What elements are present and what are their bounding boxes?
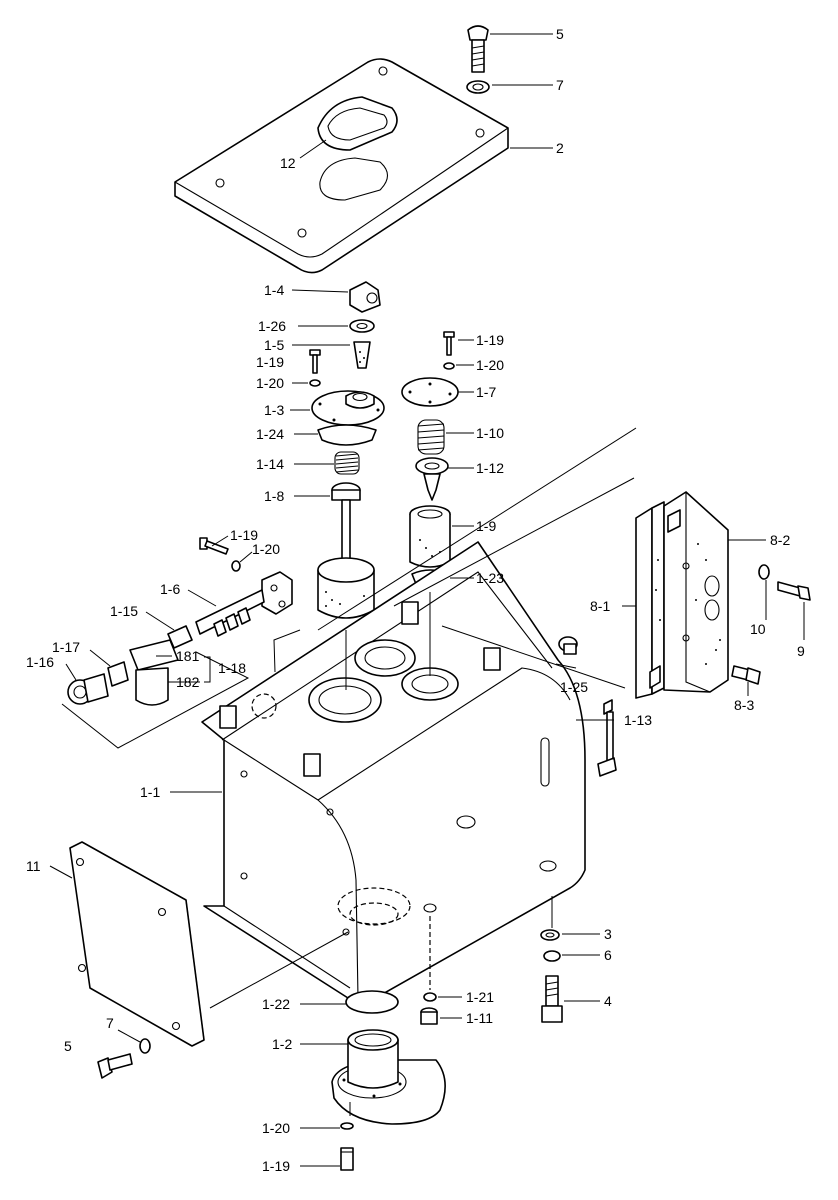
- part-1-20-washer-c: [231, 560, 241, 572]
- part-1-21-oring: [423, 992, 437, 1002]
- part-11-cover: [69, 841, 205, 1047]
- callout-1-5: 1-5: [264, 337, 284, 353]
- part-1-22-gasket: [345, 990, 399, 1014]
- callout-1-24: 1-24: [256, 426, 284, 442]
- part-1-9-element: [409, 505, 451, 568]
- part-1-19-bolt-c: [199, 537, 229, 555]
- part-1-20-washer-b: [443, 362, 455, 370]
- callout-7-bottom: 7: [106, 1015, 114, 1031]
- part-1-12-valve: [415, 457, 449, 501]
- part-9-bolt: [777, 581, 811, 601]
- callout-1-12: 1-12: [476, 460, 504, 476]
- part-1-17-fitting: [107, 661, 129, 687]
- part-1-7-cover: [401, 377, 459, 407]
- callout-5-top: 5: [556, 26, 564, 42]
- callout-7-top: 7: [556, 77, 564, 93]
- part-7-washer-bottom: [139, 1038, 151, 1054]
- part-1-2-suction-fitting: [331, 1029, 446, 1125]
- part-1-19-bolt-b: [443, 331, 455, 356]
- callout-4: 4: [604, 993, 612, 1009]
- callout-1-17: 1-17: [52, 639, 80, 655]
- part-1-8-filter-element: [317, 482, 375, 619]
- part-1-14-spring: [334, 451, 360, 475]
- callout-1-25: 1-25: [560, 679, 588, 695]
- part-5-bolt-bottom: [97, 1053, 133, 1079]
- part-1-26-washer: [349, 319, 375, 333]
- part-1-6-pipe: [195, 571, 293, 637]
- callout-1-15: 1-15: [110, 603, 138, 619]
- callout-1-21: 1-21: [466, 989, 494, 1005]
- callout-182: 182: [176, 674, 200, 690]
- part-1-11-drain-plug: [420, 1007, 438, 1025]
- part-1-13-level-gauge: [597, 699, 617, 777]
- part-1-16-coupler: [67, 673, 109, 705]
- part-1-20-washer-d: [340, 1122, 354, 1130]
- callout-12: 12: [280, 155, 296, 171]
- callout-1-11: 1-11: [466, 1010, 493, 1026]
- part-1-4-elbow: [349, 281, 381, 313]
- part-1-3-filter-cap: [311, 390, 385, 426]
- part-8-2-panel: [649, 491, 729, 693]
- part-8-1-panel: [635, 501, 665, 699]
- callout-8-3: 8-3: [734, 697, 754, 713]
- callout-1-16: 1-16: [26, 654, 54, 670]
- callout-1-3: 1-3: [264, 402, 284, 418]
- callout-1-18: 1-18: [218, 660, 246, 676]
- callout-1-20-a: 1-20: [256, 375, 284, 391]
- part-1-19-bolt-d: [340, 1147, 354, 1171]
- callout-1-9: 1-9: [476, 518, 496, 534]
- part-1-19-bolt-a: [309, 349, 321, 374]
- callout-6: 6: [604, 947, 612, 963]
- callout-1-14: 1-14: [256, 456, 284, 472]
- part-7-washer-top: [466, 80, 490, 94]
- part-12-grommet: [317, 96, 398, 151]
- part-10-washer: [758, 564, 770, 580]
- callout-1-4: 1-4: [264, 282, 284, 298]
- callout-3: 3: [604, 926, 612, 942]
- part-3-washer: [540, 929, 560, 941]
- callout-1-1: 1-1: [140, 784, 160, 800]
- callout-1-23: 1-23: [476, 570, 504, 586]
- part-1-24-gasket: [317, 424, 377, 446]
- callout-2: 2: [556, 140, 564, 156]
- callout-1-26: 1-26: [258, 318, 286, 334]
- callout-1-20-d: 1-20: [262, 1120, 290, 1136]
- part-1-10-spring: [417, 419, 445, 455]
- callout-1-6: 1-6: [160, 581, 180, 597]
- callout-181: 181: [176, 648, 200, 664]
- part-4-bolt: [541, 975, 563, 1023]
- callout-8-1: 8-1: [590, 598, 610, 614]
- callout-1-8: 1-8: [264, 488, 284, 504]
- callout-1-2: 1-2: [272, 1036, 292, 1052]
- callout-10: 10: [750, 621, 766, 637]
- callout-8-2: 8-2: [770, 532, 790, 548]
- callout-1-20-c: 1-20: [252, 541, 280, 557]
- callout-1-19-a: 1-19: [256, 354, 284, 370]
- callout-11: 11: [26, 858, 41, 874]
- callout-1-19-c: 1-19: [230, 527, 258, 543]
- callout-1-13: 1-13: [624, 712, 652, 728]
- part-1-20-washer-a: [309, 379, 321, 387]
- callout-1-20-b: 1-20: [476, 357, 504, 373]
- callout-1-22: 1-22: [262, 996, 290, 1012]
- part-1-1-tank: [201, 541, 586, 1004]
- part-1-25-plug: [558, 636, 578, 655]
- part-2-cover-plate: [174, 58, 509, 274]
- callout-5-bottom: 5: [64, 1038, 72, 1054]
- part-1-18-filter: [129, 639, 179, 706]
- callout-9: 9: [797, 643, 805, 659]
- callout-1-10: 1-10: [476, 425, 504, 441]
- part-8-3-bolt: [731, 665, 761, 685]
- callout-1-19-b: 1-19: [476, 332, 504, 348]
- part-1-5-strainer: [353, 341, 371, 369]
- part-6-washer: [543, 950, 561, 962]
- callout-1-19-d: 1-19: [262, 1158, 290, 1174]
- callout-1-7: 1-7: [476, 384, 496, 400]
- part-5-bolt-top: [467, 25, 489, 73]
